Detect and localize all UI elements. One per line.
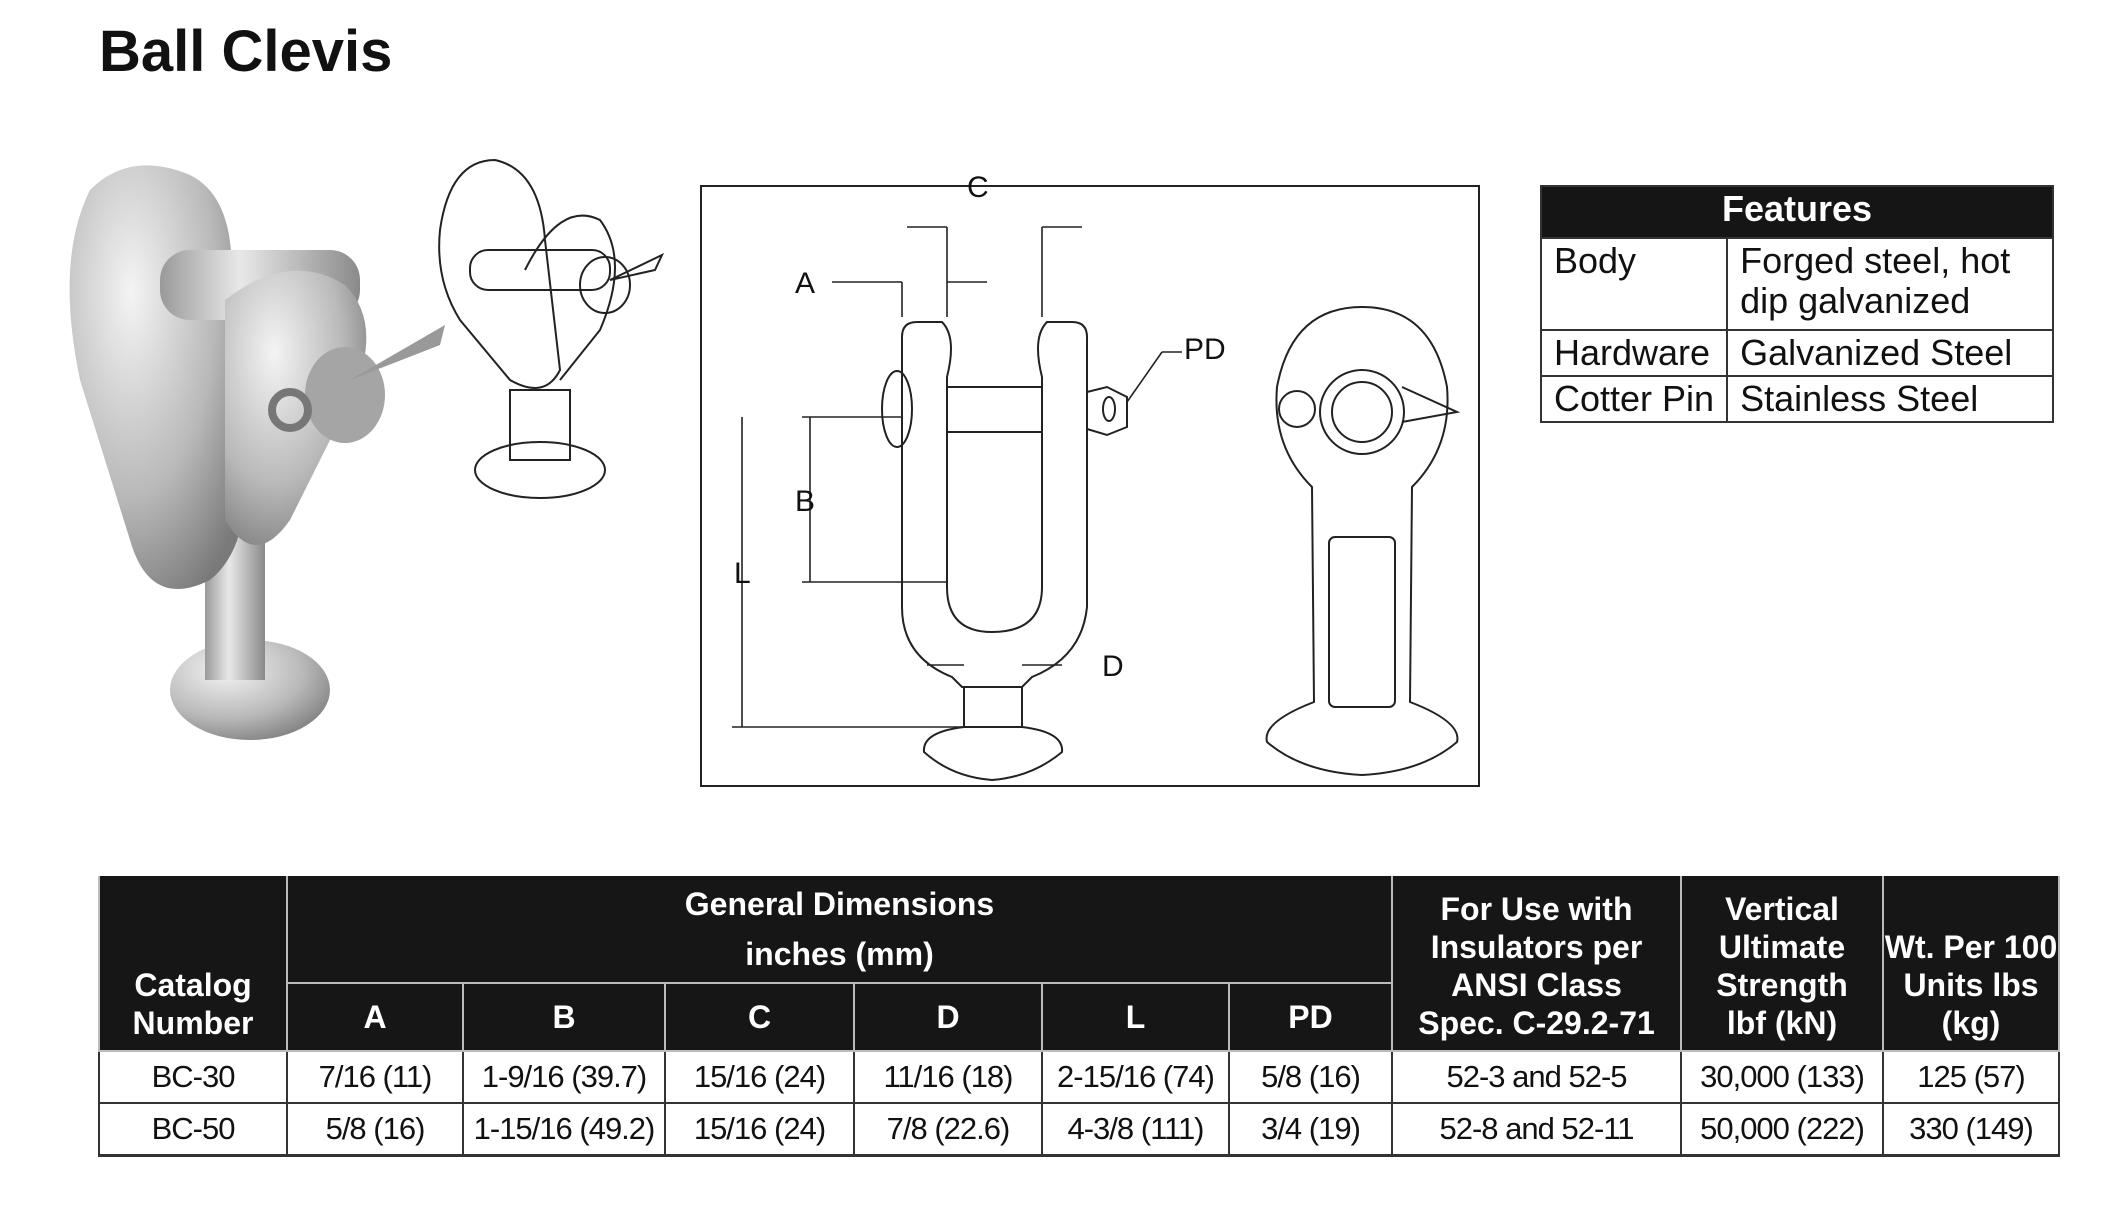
feature-value: Forged steel, hot dip galvanized xyxy=(1726,237,2055,331)
cell-insulators: 52-3 and 52-5 xyxy=(1391,1050,1682,1104)
clevis-render-image xyxy=(69,165,445,740)
header-dim-pd: PD xyxy=(1228,983,1393,1052)
header-dim-b: B xyxy=(462,983,666,1052)
page-title: Ball Clevis xyxy=(99,19,393,84)
general-dimensions-label: General Dimensions xyxy=(684,886,995,922)
header-general-dimensions: General Dimensions inches (mm) xyxy=(286,876,1393,984)
cell-weight: 330 (149) xyxy=(1882,1102,2060,1157)
header-dim-c: C xyxy=(664,983,855,1052)
cell-dim-b: 1-15/16 (49.2) xyxy=(462,1102,666,1157)
cell-insulators: 52-8 and 52-11 xyxy=(1391,1102,1682,1157)
dim-label-pd: PD xyxy=(1184,333,1226,366)
cell-dim-pd: 5/8 (16) xyxy=(1228,1050,1393,1104)
cell-dim-d: 11/16 (18) xyxy=(853,1050,1043,1104)
specifications-table: Catalog Number General Dimensions inches … xyxy=(98,876,2060,1157)
header-strength: Vertical Ultimate Strength lbf (kN) xyxy=(1680,876,1884,1052)
feature-value: Galvanized Steel xyxy=(1726,329,2055,377)
cell-dim-pd: 3/4 (19) xyxy=(1228,1102,1393,1157)
table-row: BC-30 7/16 (11) 1-9/16 (39.7) 15/16 (24)… xyxy=(98,1050,2060,1104)
clevis-line-drawing xyxy=(438,158,665,499)
dimension-drawing: C A PD B L D xyxy=(700,171,1480,787)
header-dim-d: D xyxy=(853,983,1043,1052)
cell-strength: 30,000 (133) xyxy=(1680,1050,1884,1104)
header-weight: Wt. Per 100 Units lbs (kg) xyxy=(1882,876,2060,1052)
cell-catalog: BC-30 xyxy=(98,1050,288,1104)
cell-dim-c: 15/16 (24) xyxy=(664,1050,855,1104)
units-label: inches (mm) xyxy=(745,936,934,972)
cell-strength: 50,000 (222) xyxy=(1680,1102,1884,1157)
cell-dim-b: 1-9/16 (39.7) xyxy=(462,1050,666,1104)
dim-label-c: C xyxy=(967,171,989,204)
dim-label-l: L xyxy=(734,557,751,590)
cell-catalog: BC-50 xyxy=(98,1102,288,1157)
dim-label-b: B xyxy=(795,485,816,518)
header-insulators: For Use with Insulators per ANSI Class S… xyxy=(1391,876,1682,1052)
header-dim-a: A xyxy=(286,983,464,1052)
cell-dim-c: 15/16 (24) xyxy=(664,1102,855,1157)
feature-label: Body xyxy=(1539,237,1729,331)
cell-dim-l: 2-15/16 (74) xyxy=(1041,1050,1230,1104)
cell-dim-a: 7/16 (11) xyxy=(286,1050,464,1104)
cell-dim-l: 4-3/8 (111) xyxy=(1041,1102,1230,1157)
cell-dim-d: 7/8 (22.6) xyxy=(853,1102,1043,1157)
cell-dim-a: 5/8 (16) xyxy=(286,1102,464,1157)
header-dim-l: L xyxy=(1041,983,1230,1052)
cell-weight: 125 (57) xyxy=(1882,1050,2060,1104)
feature-label: Hardware xyxy=(1539,329,1729,377)
dimension-diagram xyxy=(732,226,1461,782)
dim-label-a: A xyxy=(795,267,816,300)
feature-value: Stainless Steel xyxy=(1726,375,2055,423)
features-header: Features xyxy=(1539,185,2055,239)
header-catalog-number: Catalog Number xyxy=(98,876,288,1052)
feature-label: Cotter Pin xyxy=(1539,375,1729,423)
dim-label-d: D xyxy=(1102,650,1124,683)
table-row: BC-50 5/8 (16) 1-15/16 (49.2) 15/16 (24)… xyxy=(98,1102,2060,1157)
